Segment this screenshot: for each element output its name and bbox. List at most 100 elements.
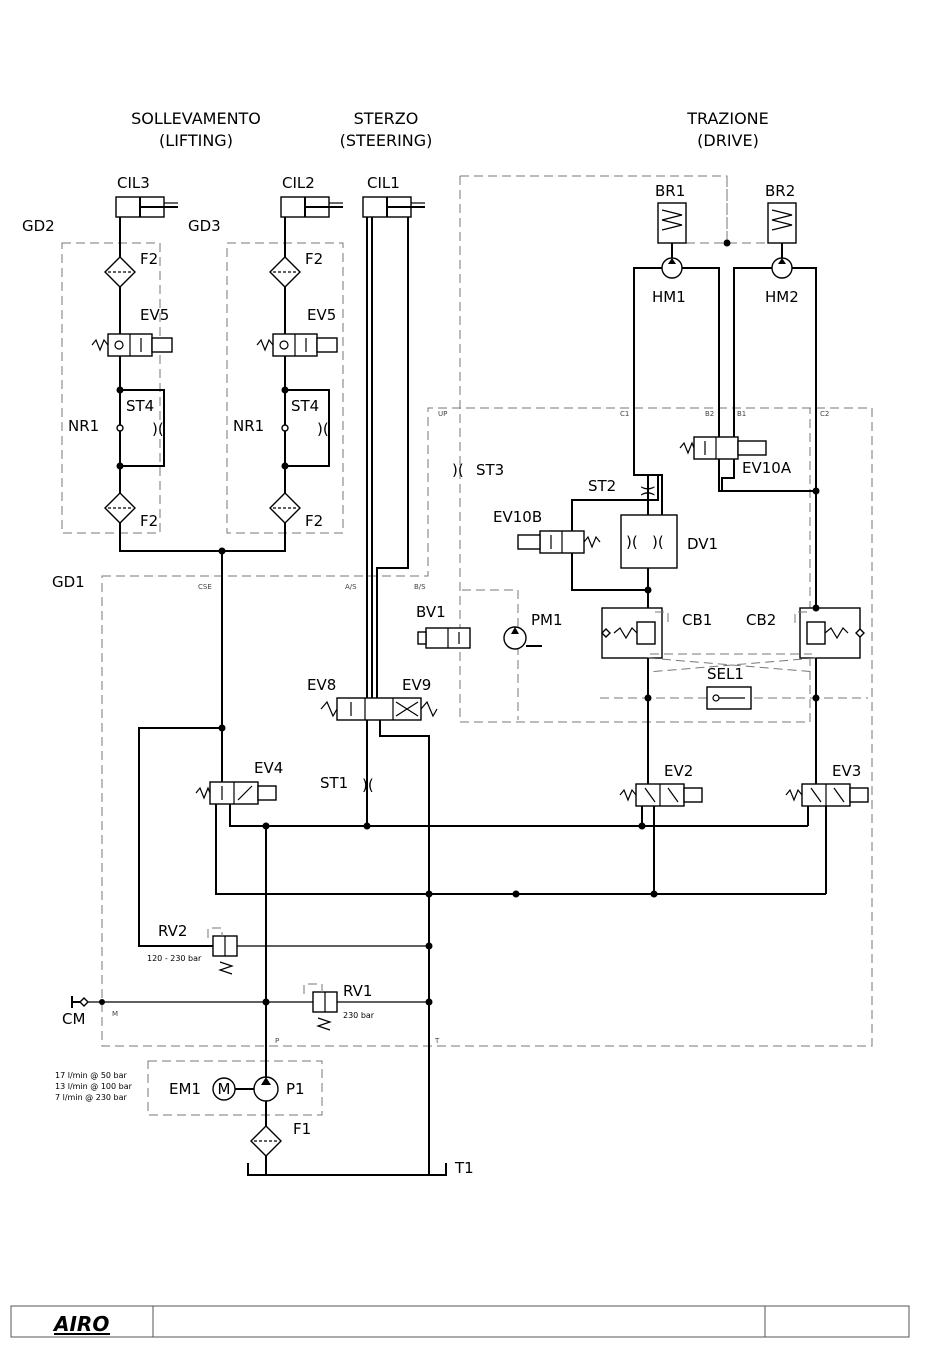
motor-hm1 (661, 257, 683, 279)
logo-airo: AIRO (52, 1312, 109, 1336)
coupling-cm (71, 996, 89, 1008)
label-ev9: EV9 (402, 676, 431, 694)
setting-rv1: 230 bar (343, 1011, 375, 1020)
label-ev10b: EV10B (493, 508, 542, 526)
port-b1: B1 (737, 410, 746, 418)
label-nr1-right: NR1 (233, 417, 264, 435)
brake-br1 (657, 202, 687, 258)
counterbalance-cb2 (794, 607, 865, 659)
header-steering-it: STERZO (354, 109, 419, 128)
label-cil2: CIL2 (282, 174, 315, 192)
filter-f2-upper-right (269, 256, 301, 288)
cylinder-cil2 (280, 196, 343, 218)
header-lifting-en: (LIFTING) (159, 131, 233, 150)
relief-valve-rv2 (207, 927, 429, 975)
line-hm1-a (633, 267, 663, 515)
filter-f2-lower-right (269, 492, 301, 524)
label-f2-ur: F2 (305, 250, 323, 268)
label-cil3: CIL3 (117, 174, 150, 192)
node-t-1 (425, 890, 433, 898)
port-as: A/S (345, 583, 357, 591)
label-f2-lr: F2 (305, 512, 323, 530)
header-steering-en: (STEERING) (340, 131, 433, 150)
label-f2-ul: F2 (140, 250, 158, 268)
label-ev4: EV4 (254, 759, 283, 777)
block-gd1-outline (101, 407, 873, 1047)
check-nr1-right (281, 424, 289, 432)
label-sel1: SEL1 (707, 665, 744, 683)
label-rv1: RV1 (343, 982, 372, 1000)
valve-ev4 (195, 781, 277, 805)
cylinder-cil1 (362, 196, 425, 218)
title-block (10, 1305, 910, 1338)
setting-rv2: 120 - 230 bar (147, 954, 202, 963)
node-cb2-top (812, 604, 820, 612)
label-t1: T1 (454, 1159, 474, 1177)
orifice-st3: )( (452, 461, 464, 479)
header-lifting-it: SOLLEVAMENTO (131, 109, 261, 128)
label-st3: ST3 (476, 461, 504, 479)
label-gd3: GD3 (188, 217, 221, 235)
label-ev5-right: EV5 (307, 306, 336, 324)
label-cb1: CB1 (682, 611, 712, 629)
line-ev10b-up (571, 475, 659, 531)
label-p1: P1 (286, 1080, 305, 1098)
cb-pilot-x2 (647, 657, 817, 673)
line-rv2-branch (138, 727, 222, 947)
valve-ev10a (679, 436, 767, 460)
label-cil1: CIL1 (367, 174, 400, 192)
label-st4-left: ST4 (126, 397, 154, 415)
node-p-2 (363, 822, 371, 830)
label-br2: BR2 (765, 182, 795, 200)
valve-ev5-right (256, 333, 338, 357)
label-pm1: PM1 (531, 611, 563, 629)
label-ev5-left: EV5 (140, 306, 169, 324)
tank-t1 (247, 1163, 447, 1176)
header-drive-en: (DRIVE) (697, 131, 759, 150)
valve-bv1 (417, 627, 471, 649)
cylinder-cil3 (115, 196, 178, 218)
port-c2: C2 (820, 410, 829, 418)
divider-dv1: )( )( (620, 514, 678, 569)
svg-text:M: M (218, 1080, 231, 1098)
label-br1: BR1 (655, 182, 685, 200)
label-gd2: GD2 (22, 217, 55, 235)
line-ev9-tank (379, 720, 430, 1175)
label-ev8: EV8 (307, 676, 336, 694)
label-f2-ll: F2 (140, 512, 158, 530)
port-up: UP (438, 410, 447, 418)
valve-ev5-left (91, 333, 173, 357)
label-st1: ST1 (320, 774, 348, 792)
check-nr1-left (116, 424, 124, 432)
port-c1: C1 (620, 410, 629, 418)
label-cm: CM (62, 1010, 85, 1028)
label-dv1: DV1 (687, 535, 718, 553)
label-bv1: BV1 (416, 603, 446, 621)
label-rv2: RV2 (158, 922, 187, 940)
port-cse: CSE (198, 583, 212, 591)
node-t-2 (512, 890, 520, 898)
label-st4-right: ST4 (291, 397, 319, 415)
line-return-main (215, 804, 826, 895)
node-cm (99, 999, 105, 1005)
port-p: P (275, 1037, 279, 1045)
motor-em1: M (212, 1077, 254, 1101)
node-ev2-p (638, 822, 646, 830)
label-ev3: EV3 (832, 762, 861, 780)
orifice-st4-left: )( (152, 420, 164, 438)
valve-ev10b (517, 530, 601, 554)
line-pressure-main (229, 804, 808, 827)
pump-flow-3: 7 l/min @ 230 bar (55, 1093, 128, 1102)
svg-text:)(: )( (626, 533, 638, 551)
valve-ev2 (619, 783, 703, 807)
label-st2: ST2 (588, 477, 616, 495)
filter-f2-upper-left (104, 256, 136, 288)
port-m: M (112, 1010, 118, 1018)
label-cb2: CB2 (746, 611, 776, 629)
label-ev10a: EV10A (742, 459, 792, 477)
valve-ev3 (785, 783, 869, 807)
header-drive-it: TRAZIONE (686, 109, 769, 128)
label-em1: EM1 (169, 1080, 201, 1098)
pump-p1 (253, 1076, 279, 1102)
pump-flow-1: 17 l/min @ 50 bar (55, 1071, 128, 1080)
